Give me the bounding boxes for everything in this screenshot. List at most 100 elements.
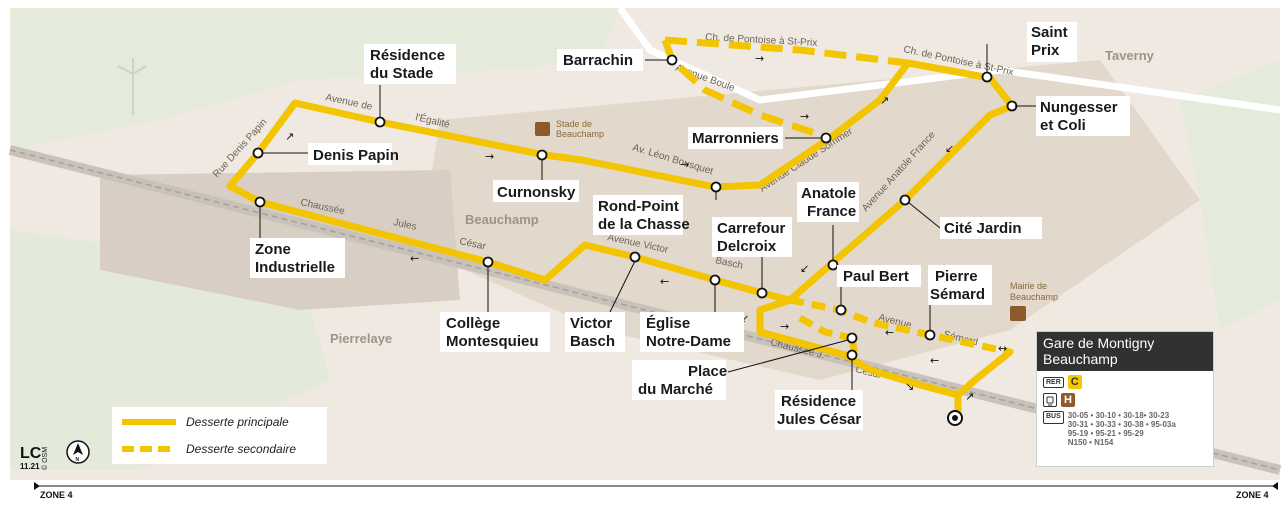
stop-marker-place-marche[interactable] (846, 332, 858, 344)
stop-label-eglise-1: Église (646, 315, 690, 332)
bus-row: BUS 30-05 • 30-10 • 30-18• 30-23 30-31 •… (1043, 411, 1213, 447)
arrow-icon: ↘ (905, 380, 914, 393)
direction-arrows: → ↗ → → ↗ → ↙ ← ← ↙ ← ← ↘ ↗ ↔ → ↙ (285, 52, 1007, 403)
stop-label-residence-stade-1: Résidence (370, 47, 445, 64)
bus-lines-1: 30-05 • 30-10 • 30-18• 30-23 (1067, 411, 1170, 420)
stop-label-carrefour-1: Carrefour (717, 220, 786, 237)
train-row: H (1043, 393, 1213, 407)
label-backgrounds (250, 22, 1130, 430)
main-route (226, 59, 1016, 424)
stadium-icon (535, 122, 550, 136)
stop-label-zone-ind-1: Zone (255, 241, 291, 258)
street-jules: Jules (392, 217, 417, 233)
legend: Desserte principale Desserte secondaire (112, 407, 327, 464)
stop-label-saint-prix-1: Saint (1031, 24, 1068, 41)
terminus-marker[interactable] (947, 410, 963, 426)
stop-marker-eglise[interactable] (709, 274, 721, 286)
stop-label-rond-point-2: de la Chasse (598, 216, 690, 233)
bus-lines-3: 95-19 • 95-21 • 95-29 (1067, 429, 1144, 438)
arrow-icon: → (755, 52, 764, 65)
stop-label-paul-bert: Paul Bert (843, 268, 909, 285)
stop-marker-marronniers[interactable] (820, 132, 832, 144)
stop-marker-curnonsky[interactable] (536, 149, 548, 161)
stop-label-place-marche-2: du Marché (638, 381, 713, 398)
stop-label-eglise-2: Notre-Dame (646, 333, 731, 350)
poi-mairie-2: Beauchamp (1010, 292, 1058, 302)
stop-label-college-1: Collège (446, 315, 500, 332)
stop-label-residence-stade-2: du Stade (370, 65, 433, 82)
bus-lines-2: 30-31 • 30-33 • 30-38 • 95-03a (1067, 420, 1176, 429)
stop-label-res-jules-1: Résidence (781, 393, 856, 410)
legend-principal-label: Desserte principale (186, 415, 289, 429)
arrow-icon: → (680, 158, 689, 171)
stop-marker-res-jules[interactable] (846, 349, 858, 361)
stop-label-nungesser-2: et Coli (1040, 117, 1086, 134)
poi-stade-2: Beauchamp (556, 129, 604, 139)
stop-label-cite-jardin: Cité Jardin (944, 220, 1022, 237)
stop-label-place-marche-1: Place (688, 363, 727, 380)
stop-label-zone-ind-2: Industrielle (255, 259, 335, 276)
train-icon (1043, 393, 1057, 407)
svg-text:LC: LC (20, 445, 42, 462)
stop-marker-residence-stade[interactable] (374, 116, 386, 128)
poi-mairie-1: Mairie de (1010, 281, 1047, 291)
stop-label-barrachin: Barrachin (563, 52, 633, 69)
stop-marker-paul-bert[interactable] (835, 304, 847, 316)
stop-marker-anatole[interactable] (827, 259, 839, 271)
bus-tag: BUS (1043, 411, 1064, 424)
arrow-icon: ← (660, 275, 669, 288)
stop-marker-saint-prix[interactable] (981, 71, 993, 83)
arrow-icon: ← (410, 252, 419, 265)
zone-marker-right-icon (1272, 482, 1278, 490)
area-pierrelaye: Pierrelaye (330, 331, 392, 346)
arrow-icon: → (485, 150, 494, 163)
stop-label-anatole-2: France (807, 203, 856, 220)
arrow-icon: ← (930, 354, 939, 367)
wind-turbine-icon (117, 58, 147, 115)
logo-copyright: © OSM (41, 447, 49, 470)
field-north (10, 8, 620, 150)
arrow-icon: ↗ (285, 130, 294, 143)
bus-lines-4: N150 • N154 (1067, 438, 1114, 447)
arrow-icon: ↙ (945, 142, 954, 155)
stop-label-college-2: Montesquieu (446, 333, 539, 350)
town-hall-icon (1010, 306, 1026, 321)
stop-label-pierre-semard-2: Sémard (930, 286, 985, 303)
stop-label-victor-basch-2: Basch (570, 333, 615, 350)
stop-marker-denis-papin[interactable] (252, 147, 264, 159)
rer-row: RER C (1043, 375, 1213, 389)
arrow-icon: ← (885, 326, 894, 339)
stop-label-saint-prix-2: Prix (1031, 42, 1060, 59)
stop-marker-cite-jardin[interactable] (899, 194, 911, 206)
stop-marker-college[interactable] (482, 256, 494, 268)
station-title-line-2: Beauchamp (1043, 351, 1118, 367)
zone-marker-left-icon (34, 482, 40, 490)
zone-left-label: ZONE 4 (40, 490, 73, 500)
stop-marker-zone-industrielle[interactable] (254, 196, 266, 208)
publisher-logo: LC 11.21 © OSM (20, 445, 49, 471)
rer-tag: RER (1043, 376, 1064, 388)
stop-label-res-jules-2: Jules César (777, 411, 861, 428)
station-title: Gare de Montigny Beauchamp (1037, 332, 1213, 371)
legend-secondaire-label: Desserte secondaire (186, 442, 296, 456)
stop-label-carrefour-2: Delcroix (717, 238, 777, 255)
logo-code: 11.21 (20, 462, 40, 471)
stop-label-marronniers: Marronniers (692, 130, 779, 147)
stop-label-anatole-1: Anatole (801, 185, 856, 202)
stop-label-nungesser-1: Nungesser (1040, 99, 1118, 116)
arrow-icon: ↗ (880, 94, 889, 107)
stop-label-rond-point-1: Rond-Point (598, 198, 679, 215)
main-road (617, 5, 1281, 114)
stop-marker-carrefour[interactable] (756, 287, 768, 299)
stop-marker-barrachin[interactable] (666, 54, 678, 66)
rer-line-c-badge: C (1067, 375, 1082, 389)
area-beauchamp: Beauchamp (465, 212, 539, 227)
arrow-icon: ↙ (740, 312, 749, 325)
stop-marker-rond-point[interactable] (710, 181, 722, 193)
arrow-icon: ↗ (965, 390, 974, 403)
stop-label-denis-papin: Denis Papin (313, 147, 399, 164)
stop-marker-pierre-semard[interactable] (924, 329, 936, 341)
stop-label-curnonsky: Curnonsky (497, 184, 576, 201)
stop-marker-victor-basch[interactable] (629, 251, 641, 263)
